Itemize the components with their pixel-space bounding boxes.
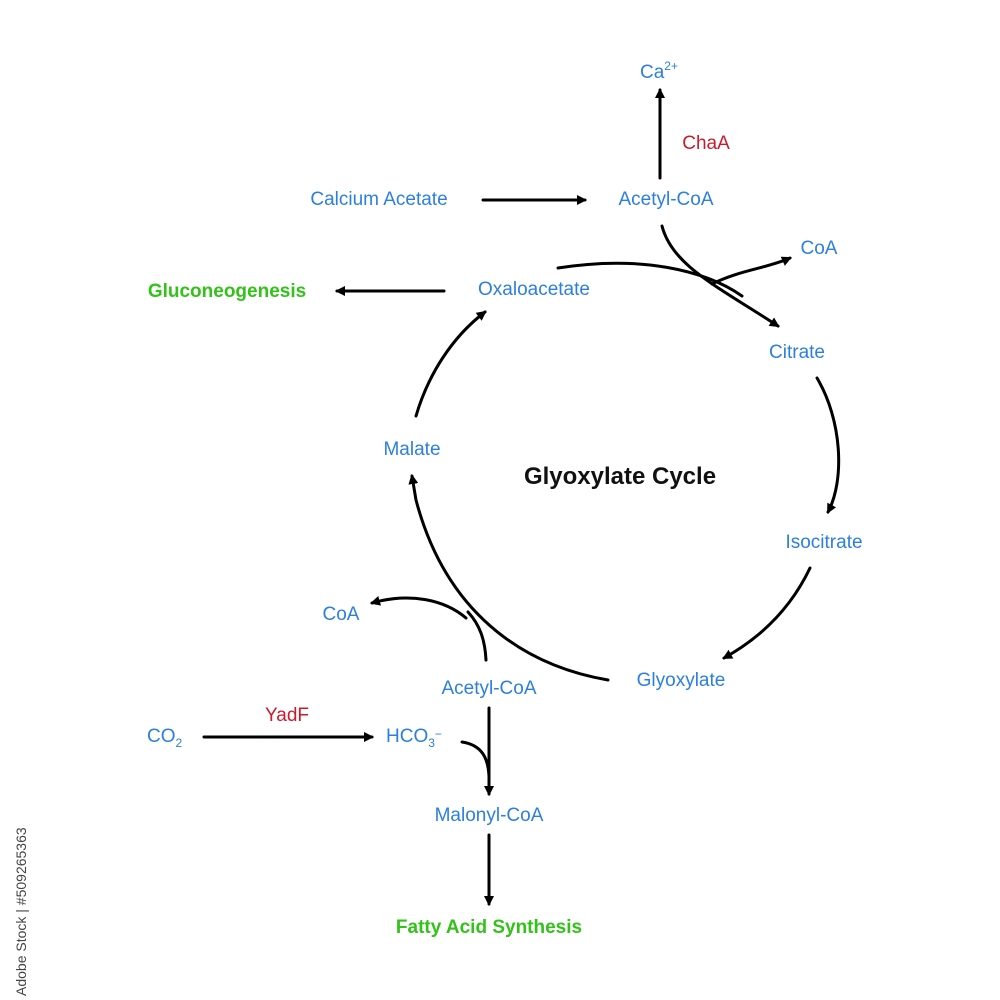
oxaloacetate-to-citrate-arc	[556, 261, 744, 298]
coa-top-label: CoA	[801, 238, 838, 259]
fatty-acid-synthesis-label: Fatty Acid Synthesis	[396, 917, 582, 938]
malate-to-oxaloacetate-arrow	[414, 310, 487, 418]
citrate-label: Citrate	[769, 342, 825, 363]
gluconeogenesis-label: Gluconeogenesis	[148, 281, 306, 302]
oxaloacetate-label: Oxaloacetate	[478, 279, 590, 300]
stock-id-text: Adobe Stock | #509265363	[13, 827, 29, 996]
coa-release-bottom-arrow	[370, 595, 468, 620]
citrate-to-isocitrate-arrow	[815, 376, 841, 514]
isocitrate-to-glyoxylate-arrow	[722, 566, 812, 660]
ca-ion-label: Ca2+	[640, 59, 678, 83]
acetyl-coa-entry-arrow	[660, 224, 780, 328]
glyoxylate-to-malate-arc	[408, 474, 610, 682]
acetyl-coa-bottom-entry	[466, 610, 488, 662]
malate-label: Malate	[383, 439, 440, 460]
yadf-enzyme-label: YadF	[265, 705, 309, 726]
acetyl-coa-bottom-label: Acetyl-CoA	[441, 678, 536, 699]
isocitrate-label: Isocitrate	[785, 532, 862, 553]
coa-bottom-label: CoA	[323, 604, 360, 625]
co2-label: CO2	[147, 726, 183, 750]
coa-release-top-arrow	[710, 256, 792, 286]
calcium-acetate-label: Calcium Acetate	[310, 189, 447, 210]
chaa-enzyme-label: ChaA	[682, 133, 730, 154]
acetyl-coa-top-label: Acetyl-CoA	[618, 189, 713, 210]
arrows	[202, 88, 841, 906]
diagram-title: Glyoxylate Cycle	[524, 463, 716, 490]
hco3-label: HCO3−	[386, 726, 442, 750]
malonyl-coa-label: Malonyl-CoA	[435, 805, 544, 826]
hco3-join-arc	[460, 740, 491, 778]
stock-watermark: Adobe Stock | #509265363	[13, 827, 29, 996]
glyoxylate-label: Glyoxylate	[637, 670, 726, 691]
